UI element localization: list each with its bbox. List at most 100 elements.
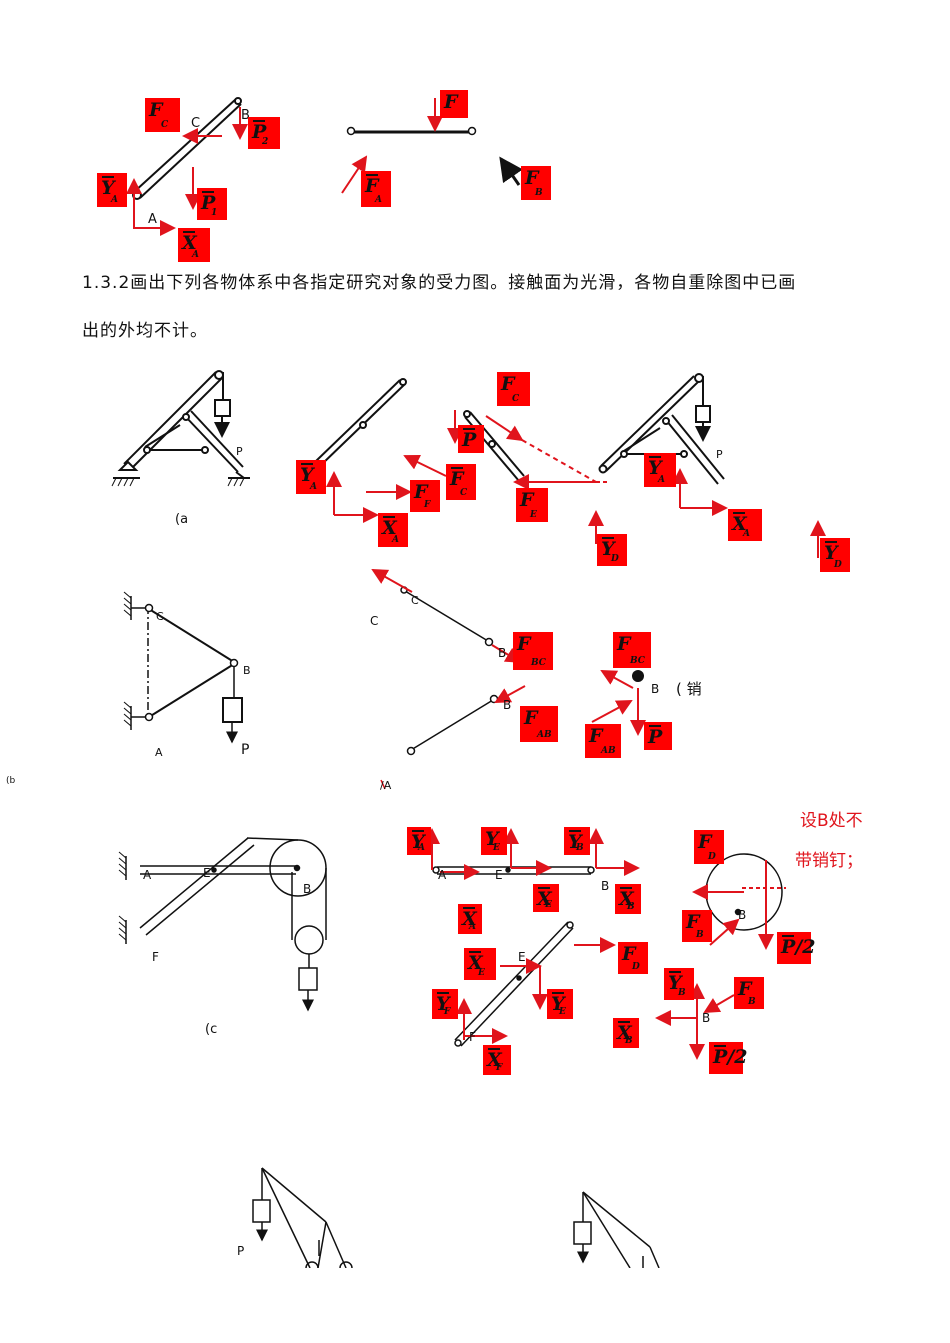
note-line2: 带销钉； [795,851,863,871]
label-p3: P [241,742,250,758]
label-p2: P [716,448,723,461]
force-subscript: E [493,843,500,853]
fig-d-structure [252,1167,353,1275]
force-subscript: D [611,554,619,564]
pin-note: ( 销 [676,680,702,698]
label-a: A [148,212,157,227]
force-subscript: C [161,120,169,130]
force-subscript: A [310,482,317,492]
force-subscript: B [748,997,756,1007]
force-subscript: E [545,900,552,910]
overbar [620,887,632,889]
force-subscript: B [576,843,584,853]
force-symbol: P [201,192,216,214]
force-symbol: Y [824,542,838,564]
overbar [733,512,745,514]
force-symbol: F [524,707,538,729]
force-subscript: BC [531,658,546,668]
label-p: P [236,445,243,458]
caption-slash-a: /A [380,779,392,792]
label-e: E [203,866,211,880]
caption-a: (a [175,512,189,527]
force-symbol: Y [601,538,615,560]
label-b7: B [601,879,610,893]
force-subscript: A [658,475,665,485]
force-subscript: E [530,510,537,520]
force-symbol: F [149,99,163,121]
force-subscript: A [192,250,199,260]
label-b8: B [738,908,747,922]
label-b4: B [503,698,512,712]
force-subscript: B [535,188,543,198]
force-subscript: B [625,1036,633,1046]
label-b2: B [243,664,251,677]
force-subscript: E [559,1007,566,1017]
caption-c: (c [205,1022,218,1037]
label-c2: C [156,610,164,623]
overbar [825,541,837,543]
label-b5: B [651,682,660,696]
force-subscript: B [678,988,686,998]
label-b: B [241,108,250,123]
force-symbol: X [617,1022,632,1044]
problem-text-line1: 1.3.2画出下列各物体系中各指定研究对象的受力图。接触面为光滑，各物自重除图中… [82,273,797,293]
overbar [451,467,463,469]
force-label-a-p: P [458,425,484,453]
overbar [669,971,681,973]
force-symbol: F [617,633,631,655]
overbar [366,174,378,176]
caption-b-fragment: (b [6,776,16,786]
force-subscript: A [418,843,425,853]
force-subscript: 1 [211,208,218,218]
label-p4: P [237,1244,245,1258]
pin-b [632,670,644,682]
force-symbol: X [182,232,197,254]
label-e2: E [495,868,503,882]
force-symbol: F [686,911,700,933]
force-symbol: X [619,888,634,910]
force-subscript: A [392,535,399,545]
force-subscript: AB [537,730,552,740]
problem-text-line2: 出的外均不计。 [82,321,208,341]
force-symbol: F [444,91,458,113]
overbar [301,463,313,465]
fig-b-structure [130,596,243,744]
force-subscript: BC [630,656,645,666]
force-subscript: A [743,529,750,539]
force-symbol: X [537,888,552,910]
overbar [649,725,661,727]
label-b9: B [702,1011,711,1025]
label-c4: C [411,594,419,607]
force-symbol: X [382,517,397,539]
force-label-c-p2: P/2 [777,932,815,964]
force-symbol: Y [668,972,682,994]
label-f: F [152,950,159,964]
overbar [183,231,195,233]
label-b6: B [303,882,312,896]
force-symbol: Y [568,831,582,853]
force-subscript: F [496,1063,503,1073]
overbar [469,951,481,953]
fig-a-structure [113,370,250,479]
overbar [488,1048,500,1050]
